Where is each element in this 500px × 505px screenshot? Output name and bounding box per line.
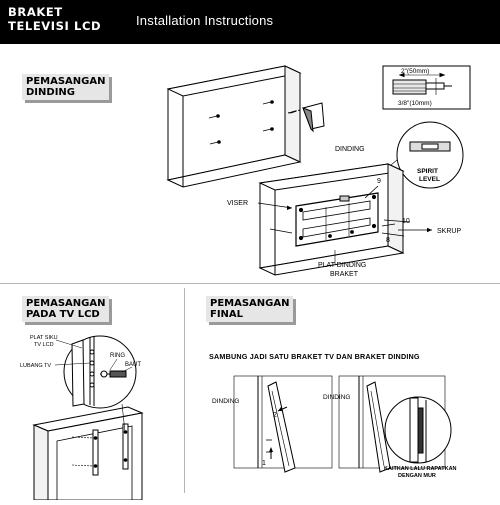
final-left-drawing <box>233 375 333 473</box>
screw-arrows <box>257 185 432 237</box>
vertical-divider <box>184 288 185 493</box>
horizontal-divider <box>0 283 500 284</box>
final-number-1: 1 <box>262 460 266 467</box>
dimension-inset <box>382 65 471 110</box>
dim-bottom-label: 3/8"(10mm) <box>398 100 432 107</box>
plat-label-1: PLAT DINDING <box>318 262 366 269</box>
section-tv-line-1: PEMASANGAN <box>26 298 106 309</box>
section-label-wall: PEMASANGAN DINDING <box>22 74 110 100</box>
final-instruction: SAMBUNG JADI SATU BRAKET TV DAN BRAKET D… <box>209 352 420 361</box>
section-final-line-2: FINAL <box>210 309 244 320</box>
spirit-level-callout <box>344 121 464 204</box>
final-dinding-left: DINDING <box>212 398 239 405</box>
dinding-label: DINDING <box>335 146 365 153</box>
page-header: BRAKET TELEVISI LCD Installation Instruc… <box>0 0 500 44</box>
number-10: 10 <box>402 218 410 225</box>
plat-siku-label-2: TV LCD <box>34 342 54 348</box>
lubang-tv-label: LUBANG TV <box>20 363 51 369</box>
tv-bracket-right <box>122 423 129 470</box>
number-8: 8 <box>386 237 390 244</box>
final-dinding-right: DINDING <box>323 394 350 401</box>
brand-line-2: TELEVISI LCD <box>8 19 102 33</box>
kaitkan-label-2: DENGAN MUR <box>398 473 436 479</box>
tv-detail-callout <box>54 335 137 433</box>
final-number-2: 2 <box>273 412 277 419</box>
tv-bracket-left <box>71 429 99 476</box>
viser-label: VISER <box>227 200 248 207</box>
bolt-icon <box>100 370 127 378</box>
plat-label-2: BRAKET <box>330 271 359 278</box>
section-wall-line-2: DINDING <box>26 87 75 98</box>
wall-panel-drawing <box>166 65 302 188</box>
tv-back-drawing <box>32 406 144 501</box>
plat-siku-label-1: PLAT SIKU <box>30 335 58 341</box>
wall-plate-bracket <box>295 192 379 247</box>
baut-label: BAUT <box>125 362 141 368</box>
number-9: 9 <box>377 178 381 185</box>
tv-hole-icons <box>89 349 95 388</box>
section-final-line-1: PEMASANGAN <box>210 298 290 309</box>
brand-title: BRAKET TELEVISI LCD <box>8 5 101 33</box>
section-label-tv: PEMASANGAN PADA TV LCD <box>22 296 110 322</box>
section-tv-line-2: PADA TV LCD <box>26 309 100 320</box>
dim-top-label: 2"(50mm) <box>401 68 429 75</box>
spirit-label-1: SPIRIT <box>417 168 438 175</box>
ring-label: RING <box>110 353 125 359</box>
header-subtitle: Installation Instructions <box>136 13 274 28</box>
plate-screws-icon <box>298 194 377 241</box>
skrup-label: SKRUP <box>437 228 461 235</box>
brand-line-1: BRAKET <box>8 5 63 19</box>
section-wall-line-1: PEMASANGAN <box>26 76 106 87</box>
spirit-label-2: LEVEL <box>419 176 440 183</box>
final-right-drawing <box>338 375 452 473</box>
kaitkan-label-1: KAITKAN LALU RAPATKAN <box>384 466 457 472</box>
section-label-final: PEMASANGAN FINAL <box>206 296 294 322</box>
bracket-part-icon <box>287 102 325 133</box>
